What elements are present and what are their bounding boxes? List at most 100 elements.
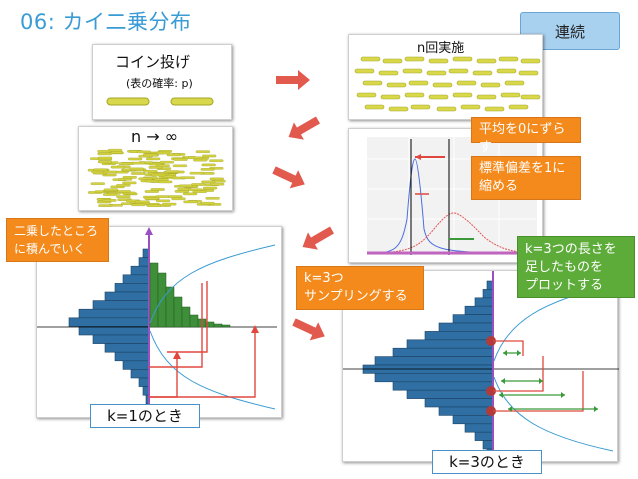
coin: [360, 56, 381, 62]
histogram-bar: [406, 389, 494, 399]
coin: [146, 157, 161, 161]
coin: [476, 94, 497, 100]
coin-panel: コイン投げ (表の確率: p): [92, 44, 232, 120]
coin: [189, 171, 204, 175]
infinity-title: n → ∞: [131, 127, 179, 146]
note-shift-mean-text: 平均を0にずらす: [479, 122, 566, 155]
coin: [150, 188, 165, 191]
coin: [191, 183, 206, 186]
coin: [110, 165, 126, 169]
red-path: [493, 340, 524, 356]
coin: [182, 192, 198, 196]
coin-panel-subtitle: (表の確率: p): [126, 77, 193, 90]
red-path-4: [167, 281, 208, 353]
chi-square-bar: [189, 314, 199, 328]
red-arrowhead: [173, 351, 181, 359]
coin: [131, 203, 146, 207]
coin: [202, 186, 218, 190]
note-k3-plot-line1: k=3つの長さを: [525, 242, 617, 257]
red-path: [493, 371, 584, 412]
note-scale-sd-line2: 縮める: [479, 179, 519, 194]
note-k3-plot-line3: プロットする: [525, 278, 604, 293]
histogram-bar: [474, 431, 494, 441]
arrow-right-1: [276, 70, 310, 90]
histogram-bar: [122, 360, 150, 370]
chi-square-bar: [181, 306, 191, 328]
coin: [200, 168, 215, 171]
arrow-down-right-2: [292, 318, 325, 341]
chi-square-bar: [221, 324, 231, 328]
coin: [127, 157, 143, 161]
coin: [131, 161, 146, 165]
coin-grid: [354, 56, 541, 112]
coin-pair: [106, 97, 214, 106]
coin: [209, 159, 224, 162]
coin: [428, 58, 449, 64]
coin: [98, 204, 113, 207]
histogram-bar: [114, 283, 150, 293]
coin: [159, 160, 175, 164]
coin: [135, 200, 150, 204]
coin: [143, 169, 158, 173]
coin: [93, 168, 108, 172]
n-trials-title: n回実施: [417, 41, 465, 56]
coin: [209, 182, 225, 186]
coin: [402, 68, 423, 74]
coin: [195, 150, 211, 153]
coin: [103, 188, 119, 192]
note-shift-mean: 平均を0にずらす: [471, 117, 581, 155]
sample-point: [486, 336, 496, 346]
coin: [452, 92, 473, 98]
coin: [201, 163, 216, 167]
histogram-bar: [374, 356, 494, 366]
arrow-down-left-2: [302, 226, 334, 250]
histogram-bar: [114, 351, 150, 362]
coin: [472, 70, 493, 76]
coin: [156, 151, 171, 155]
coin: [205, 197, 220, 200]
histogram-bar: [452, 415, 494, 425]
n-trials-panel: n回実施: [348, 34, 543, 120]
red-path-3: [149, 331, 256, 398]
histogram-bar: [464, 305, 494, 315]
coin: [136, 150, 152, 154]
note-k3-sampling: k=3つ サンプリングする: [296, 266, 424, 310]
coin: [116, 195, 131, 198]
lower-curve: [149, 330, 276, 410]
coin: [183, 200, 198, 204]
histogram-bar: [474, 297, 494, 307]
coin: [107, 148, 123, 152]
coin: [138, 177, 153, 180]
sample-point: [486, 386, 496, 396]
histogram-bar: [68, 317, 150, 327]
coin: [146, 204, 161, 207]
coin: [498, 56, 519, 62]
histogram-bar: [92, 334, 150, 344]
note-k3-plot-line2: 足したものを: [525, 260, 604, 275]
coin: [448, 68, 469, 74]
coin: [97, 152, 112, 156]
coin: [193, 158, 208, 162]
coin: [166, 153, 182, 157]
coin: [143, 153, 158, 157]
red-path-1: [149, 357, 178, 398]
coin: [154, 178, 169, 181]
histogram-bar: [424, 331, 494, 341]
coin: [144, 197, 159, 200]
histogram-bar: [482, 289, 494, 299]
sample-point: [486, 406, 496, 416]
coin: [520, 58, 541, 64]
histogram-bar: [78, 326, 150, 336]
coin: [426, 70, 447, 76]
coin: [192, 190, 207, 193]
red-path-2: [149, 283, 203, 368]
length-arrowhead: [561, 392, 565, 398]
coin: [116, 190, 131, 193]
coin: [378, 70, 399, 76]
coin: [452, 56, 473, 62]
red-path: [493, 356, 544, 392]
chi-square-bar: [173, 296, 183, 328]
length-arrowhead: [503, 350, 507, 356]
coin: [410, 104, 431, 110]
lower-curve: [493, 376, 614, 452]
